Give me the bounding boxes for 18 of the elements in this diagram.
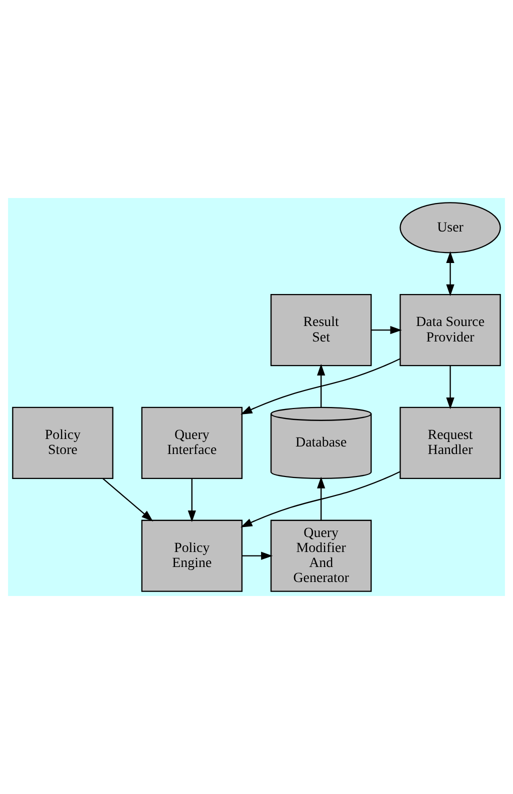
node-box: Data Source Provider: [400, 294, 501, 366]
arrow: [242, 552, 273, 560]
arrow: [446, 366, 454, 410]
arrow: [446, 251, 454, 296]
node-box: Query Interface: [141, 406, 243, 480]
arrow: [240, 358, 400, 415]
arrow: [240, 471, 400, 528]
node-box: Request Handler: [400, 406, 501, 480]
node-ellipse: User: [400, 202, 501, 254]
arrow: [317, 476, 326, 520]
arrow: [372, 326, 402, 334]
arrow: [317, 364, 326, 408]
node-box: Policy Store: [12, 406, 114, 480]
arrow: [188, 478, 196, 522]
node-box: Policy Engine: [141, 520, 243, 592]
node-box: Result Set: [270, 294, 372, 366]
arrow: [102, 478, 154, 522]
node-box: Query Modifier And Generator: [270, 520, 372, 592]
